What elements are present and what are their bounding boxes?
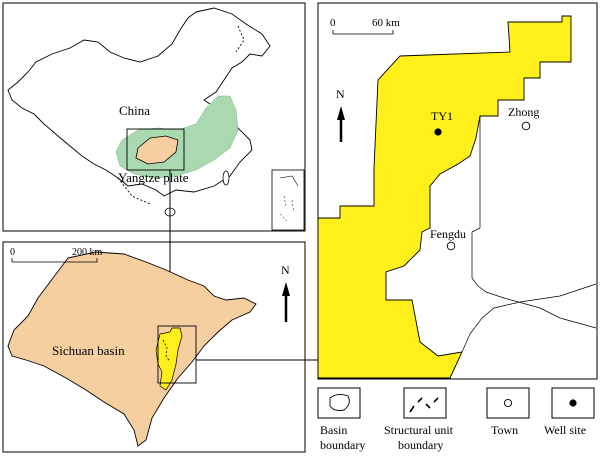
scs-coast [279, 175, 299, 187]
south-china-sea-inset [271, 169, 305, 231]
detail-scale-bar: 0 60 km [330, 17, 400, 35]
basin-scale-zero: 0 [10, 247, 15, 258]
detail-fault-line [485, 291, 597, 329]
basin-north-label: N [281, 263, 290, 277]
basin-structural-unit [155, 327, 183, 391]
legend-label-town: Town [491, 423, 518, 437]
yangtze-plate-label: Yangtze plate [118, 170, 189, 185]
town-fengdu [446, 241, 456, 251]
legend-town-symbol [503, 398, 513, 408]
basin-inset-box [157, 325, 197, 384]
sichuan-basin-panel: 0 200 km N Sichuan basin [2, 241, 306, 453]
basin-scale-distance: 200 km [72, 247, 103, 258]
detail-scale-distance: 60 km [372, 17, 400, 29]
basin-scale-bar: 0 200 km [10, 247, 103, 263]
town-label-fengdu: Fengdu [430, 227, 466, 241]
overview-basin [135, 135, 179, 165]
well-site-ty1 [434, 128, 442, 136]
basin-frame [2, 241, 306, 453]
legend-label-structural-1: Structural unit [384, 423, 454, 437]
china-overview-panel: China Yangtze plate [2, 2, 306, 232]
overview-inset-box [126, 128, 185, 171]
legend-item-town: Town [486, 387, 530, 437]
legend-label-structural-2: boundary [398, 438, 443, 452]
town-zhong [521, 121, 531, 131]
legend: Basin boundary Structural unit boundary … [317, 387, 595, 452]
basin-north-arrow: N [281, 263, 290, 322]
well-label-ty1: TY1 [431, 109, 453, 123]
detail-panel: 0 60 km N TY1 Zhong Fengdu [317, 2, 598, 380]
overview-frame [2, 2, 306, 232]
detail-north-arrow: N [336, 87, 345, 142]
detail-structural-unit [317, 15, 572, 379]
scs-dashes [279, 195, 295, 223]
legend-label-basin-1: Basin [320, 423, 347, 437]
detail-fault-line-2 [461, 283, 597, 353]
legend-item-basin-boundary: Basin boundary [317, 387, 365, 452]
detail-inner-line [471, 116, 487, 293]
legend-structural-symbol [409, 397, 439, 413]
legend-item-structural-boundary: Structural unit boundary [384, 387, 454, 452]
china-dashed-border [235, 25, 245, 53]
basin-structural-unit-boundary [162, 339, 171, 363]
sichuan-basin-label: Sichuan basin [52, 343, 125, 358]
sichuan-basin-shape [7, 251, 257, 447]
legend-basin-symbol [329, 393, 350, 411]
taiwan-island [222, 170, 230, 186]
legend-well-symbol [569, 399, 577, 407]
detail-frame [317, 2, 598, 380]
town-label-zhong: Zhong [508, 105, 539, 119]
detail-north-label: N [336, 87, 345, 101]
detail-scale-zero: 0 [330, 17, 336, 29]
legend-label-well: Well site [544, 423, 586, 437]
china-label: China [119, 103, 150, 118]
legend-item-well: Well site [544, 387, 595, 437]
legend-label-basin-2: boundary [320, 438, 365, 452]
